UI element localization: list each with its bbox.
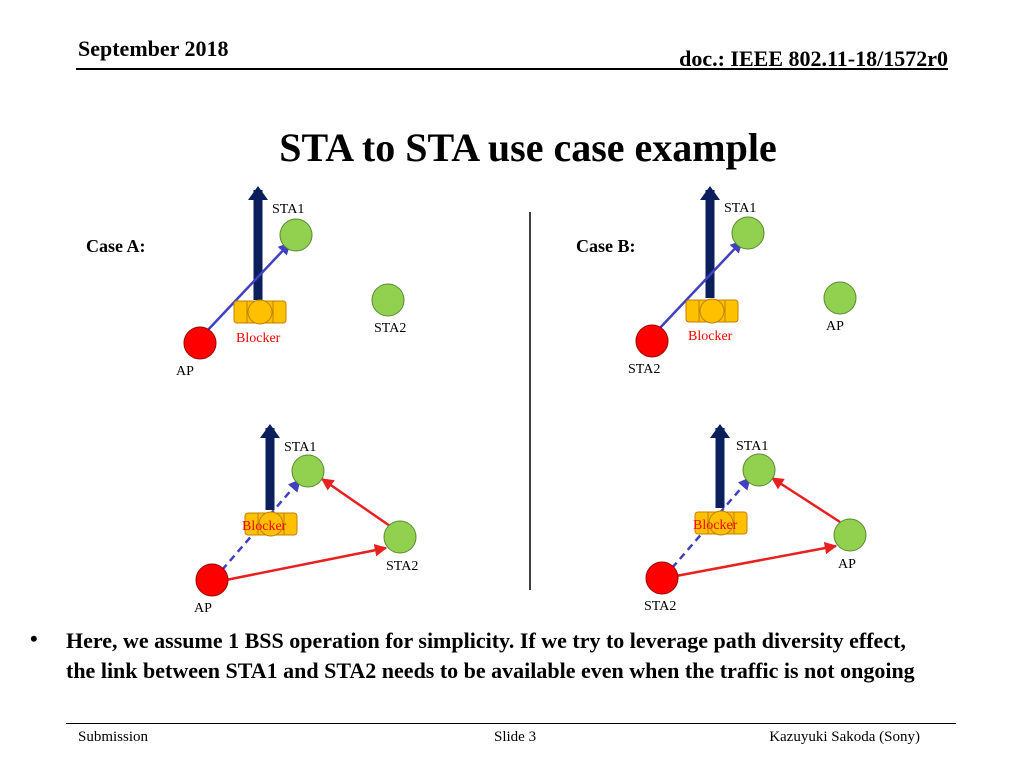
blocker-head <box>258 511 284 537</box>
case-b-bottom: STA1 AP STA2 Blocker <box>644 424 867 614</box>
blocker-head <box>699 298 725 324</box>
ap-label: AP <box>176 364 194 379</box>
sta2-node <box>635 324 669 358</box>
link-ap-sta2 <box>225 544 388 582</box>
sta2-node <box>645 561 679 595</box>
arrow-head <box>260 424 280 438</box>
footer-submission: Submission <box>78 729 149 745</box>
ap-label: AP <box>826 319 844 334</box>
link-ap-sta1 <box>770 476 841 524</box>
sta2-label: STA2 <box>628 362 660 377</box>
ap-node <box>183 326 217 360</box>
case-b-label: Case B: <box>576 236 636 256</box>
link-sta2-sta1 <box>320 477 391 528</box>
case-b-top: STA1 AP STA2 Blocker <box>628 186 857 377</box>
sta2-label: STA2 <box>644 599 676 614</box>
blocker-label: Blocker <box>688 329 733 344</box>
body-paragraph: Here, we assume 1 BSS operation for simp… <box>66 628 915 683</box>
header-date: September 2018 <box>78 36 229 61</box>
arrow-head <box>700 186 720 200</box>
bullet-marker: • <box>30 626 38 651</box>
sta1-label: STA1 <box>284 440 316 455</box>
link-sta2-ap <box>675 541 838 578</box>
ap-node <box>195 563 229 597</box>
link-ap-sta1 <box>205 242 291 333</box>
sta2-label: STA2 <box>374 321 406 336</box>
blocker-head <box>247 299 273 325</box>
case-a-bottom: STA1 STA2 AP Blocker <box>194 424 418 616</box>
header-rule <box>76 68 948 70</box>
blocker-label: Blocker <box>236 331 281 346</box>
sta1-node <box>742 453 776 487</box>
ap-node <box>823 281 857 315</box>
sta2-label: STA2 <box>386 559 418 574</box>
blocker-label: Blocker <box>242 519 287 534</box>
slide-title: STA to STA use case example <box>279 125 777 170</box>
header-doc-id: doc.: IEEE 802.11-18/1572r0 <box>679 46 948 71</box>
blocker-head <box>708 510 734 536</box>
link-sta2-sta1 <box>657 240 743 331</box>
case-a-top: STA1 STA2 AP Blocker <box>176 186 406 379</box>
ap-label: AP <box>194 601 212 616</box>
footer-author: Kazuyuki Sakoda (Sony) <box>769 729 920 745</box>
sta1-node <box>279 218 313 252</box>
link-sta2-sta1-dashed <box>671 477 751 569</box>
footer-slide-number: Slide 3 <box>494 729 537 745</box>
sta1-node <box>291 454 325 488</box>
case-a-label: Case A: <box>86 236 146 256</box>
ap-node <box>833 518 867 552</box>
sta2-node <box>383 520 417 554</box>
sta1-label: STA1 <box>724 201 756 216</box>
link-ap-sta1-dashed <box>221 479 301 571</box>
sta1-label: STA1 <box>736 439 768 454</box>
sta2-node <box>371 283 405 317</box>
arrow-head <box>248 186 268 200</box>
footer-rule <box>66 723 956 724</box>
blocker-label: Blocker <box>693 518 738 533</box>
ap-label: AP <box>838 557 856 572</box>
sta1-node <box>731 216 765 250</box>
arrow-head <box>710 424 730 438</box>
sta1-label: STA1 <box>272 202 304 217</box>
